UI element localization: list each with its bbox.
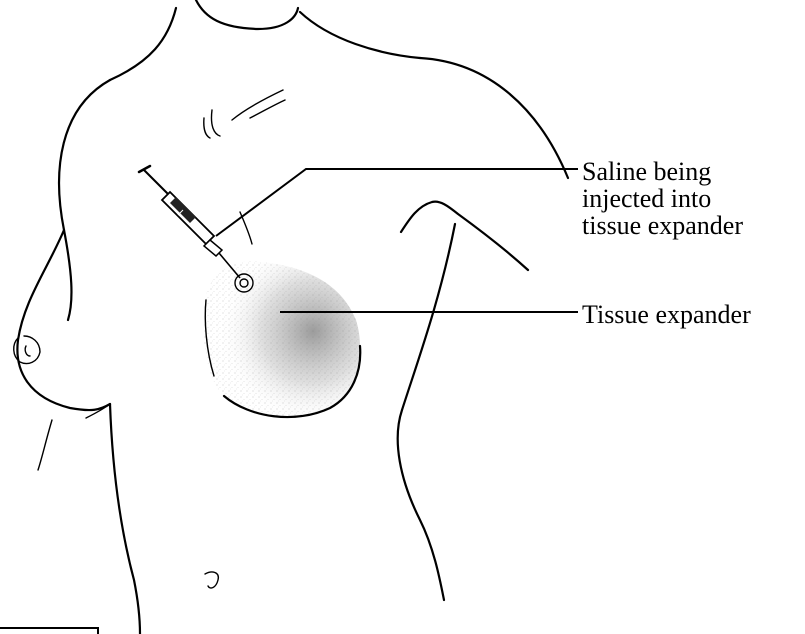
clavicle-marks <box>204 90 285 138</box>
label-tissue-expander: Tissue expander <box>582 301 751 328</box>
shoulder-left-outline <box>59 80 110 320</box>
label-saline-line-2: injected into <box>582 185 743 212</box>
label-saline-injected: Saline being injected into tissue expand… <box>582 158 743 239</box>
tissue-expander <box>204 261 361 417</box>
navel-mark <box>205 572 218 588</box>
neck-outline <box>110 0 420 80</box>
label-saline-line-1: Saline being <box>582 158 743 185</box>
arm-outline <box>401 202 528 270</box>
leader-line-saline <box>216 169 578 236</box>
syringe-icon <box>139 166 240 278</box>
shoulder-right-outline <box>420 58 568 178</box>
natural-breast-outline <box>14 230 110 410</box>
label-saline-line-3: tissue expander <box>582 212 743 239</box>
corner-frame <box>0 628 98 634</box>
